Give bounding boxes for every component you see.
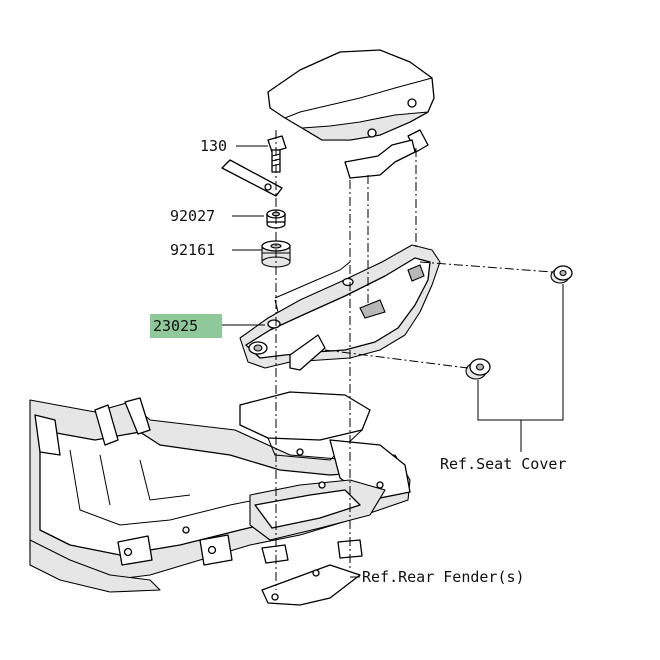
leader-lines xyxy=(222,145,564,578)
rear-fender-frame xyxy=(29,391,411,593)
strap-part xyxy=(221,159,283,197)
callout-collar: 92027 xyxy=(170,207,215,225)
callout-seat-cover: Ref.Seat Cover xyxy=(440,455,566,473)
callout-highlight xyxy=(150,314,222,338)
seat-cover-shape xyxy=(267,49,435,179)
callout-rear-fender: Ref.Rear Fender(s) xyxy=(362,568,525,586)
callout-damper: 92161 xyxy=(170,241,215,259)
bracket-part xyxy=(239,244,441,371)
callout-screw: 130 xyxy=(200,137,227,155)
screw-part xyxy=(267,135,287,173)
grommet-upper xyxy=(550,265,573,284)
alignment-lines xyxy=(275,130,553,590)
grommet-lower xyxy=(465,358,491,380)
callout-bracket: 23025 xyxy=(153,317,198,335)
